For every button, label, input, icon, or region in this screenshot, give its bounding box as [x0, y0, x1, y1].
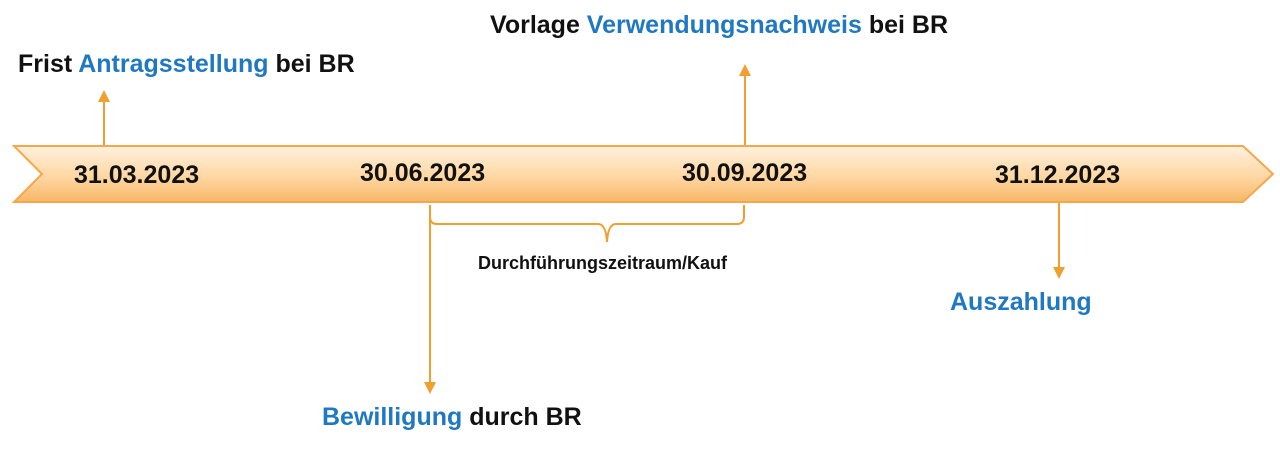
antrag-suffix: bei BR [275, 50, 355, 78]
auszahlung-arrow-head [1053, 267, 1065, 279]
nachweis-suffix: bei BR [868, 11, 949, 39]
auszahlung-label: Auszahlung [950, 290, 1092, 315]
bewilligung-label: Bewilligung durch BR [322, 405, 582, 430]
nachweis-arrow-head [739, 64, 751, 76]
auszahlung-highlight: Auszahlung [950, 288, 1092, 316]
date-q4: 31.12.2023 [995, 161, 1121, 189]
nachweis-label: Vorlage Verwendungsnachweis bei BR [490, 13, 948, 38]
antrag-label: Frist Antragsstellung bei BR [18, 52, 355, 77]
nachweis-highlight: Verwendungsnachweis [586, 11, 862, 39]
date-q2: 30.06.2023 [360, 159, 486, 187]
date-q3: 30.09.2023 [682, 159, 808, 187]
zeitraum-brace [429, 205, 745, 243]
antrag-highlight: Antragsstellung [78, 50, 269, 78]
nachweis-prefix: Vorlage [490, 11, 580, 39]
zeitraum-label: Durchführungszeitraum/Kauf [478, 253, 728, 273]
timeline-band [11, 145, 1275, 203]
bewilligung-suffix: durch BR [469, 403, 582, 431]
antrag-arrow-head [98, 90, 110, 102]
bewilligung-highlight: Bewilligung [322, 403, 463, 431]
bewilligung-arrow-head [424, 382, 436, 394]
date-q1: 31.03.2023 [74, 161, 200, 189]
antrag-prefix: Frist [18, 50, 73, 78]
